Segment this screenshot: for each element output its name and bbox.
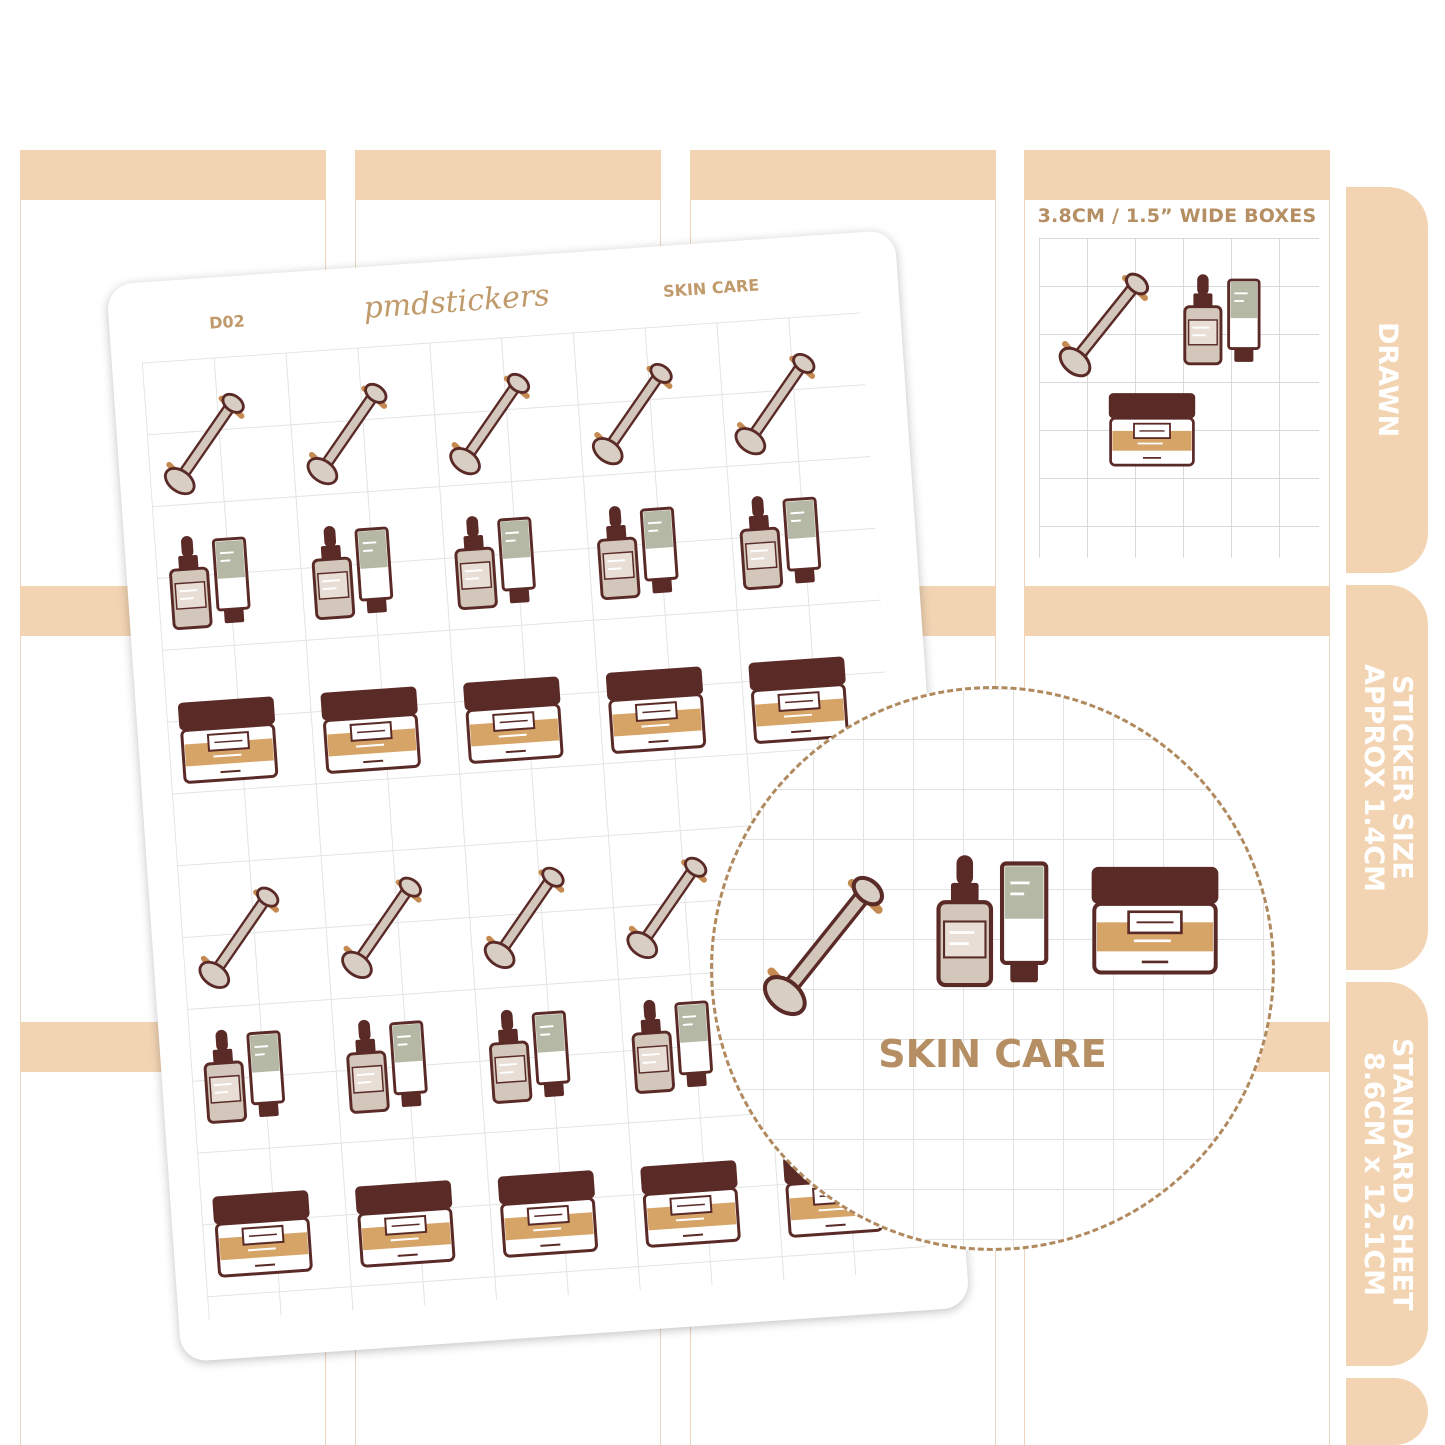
serum-tube-icon: [594, 500, 680, 601]
side-tab-sheet-size: STANDARD SHEET 8.6CM x 12.1CM: [1346, 982, 1428, 1366]
side-tab-drawn: DRAWN: [1346, 187, 1428, 573]
tab-label: STANDARD SHEET 8.6CM x 12.1CM: [1358, 1037, 1418, 1311]
face-roller-icon: [724, 345, 827, 457]
zoom-label: SKIN CARE: [878, 1032, 1107, 1076]
side-tab-empty: [1346, 1378, 1428, 1445]
serum-tube-icon: [451, 510, 538, 611]
face-roller-icon: [331, 869, 434, 981]
side-tab-sticker-size: STICKER SIZE APPROX 1.4CM: [1346, 585, 1428, 970]
face-roller-icon: [439, 365, 542, 477]
serum-tube-icon: [628, 994, 715, 1095]
cream-jar-icon: [604, 664, 709, 755]
cream-jar-icon: [318, 684, 424, 775]
cream-jar-icon: [353, 1178, 458, 1269]
serum-tube-icon: [1183, 274, 1261, 366]
face-roller-icon: [582, 355, 685, 467]
face-roller-icon: [188, 879, 291, 991]
sheet-brand-logo: pmdstickers: [362, 278, 551, 326]
sheet-code: D02: [208, 311, 246, 333]
cream-jar-icon: [1089, 864, 1221, 975]
face-roller-icon: [474, 859, 577, 971]
serum-tube-icon: [201, 1024, 287, 1125]
cream-jar-icon: [1107, 391, 1197, 467]
cream-jar-icon: [495, 1168, 601, 1259]
serum-tube-icon: [166, 530, 252, 631]
face-roller-icon: [154, 385, 257, 497]
face-roller-icon: [297, 375, 400, 487]
serum-tube-icon: [486, 1004, 572, 1105]
tab-label: DRAWN: [1372, 322, 1404, 438]
cream-jar-icon: [210, 1188, 316, 1279]
box-size-caption: 3.8CM / 1.5” WIDE BOXES: [1037, 205, 1317, 227]
serum-tube-icon: [343, 1014, 429, 1115]
zoom-circle: SKIN CARE: [710, 686, 1275, 1251]
serum-tube-icon: [737, 490, 823, 591]
face-roller-icon: [616, 849, 719, 961]
cream-jar-icon: [176, 694, 281, 785]
cream-jar-icon: [461, 674, 566, 765]
tab-label: STICKER SIZE APPROX 1.4CM: [1358, 663, 1418, 892]
sheet-title: SKIN CARE: [662, 275, 760, 302]
serum-tube-icon: [933, 854, 1049, 989]
face-roller-icon: [1055, 266, 1155, 378]
face-roller-icon: [755, 867, 895, 1017]
serum-tube-icon: [309, 520, 395, 621]
